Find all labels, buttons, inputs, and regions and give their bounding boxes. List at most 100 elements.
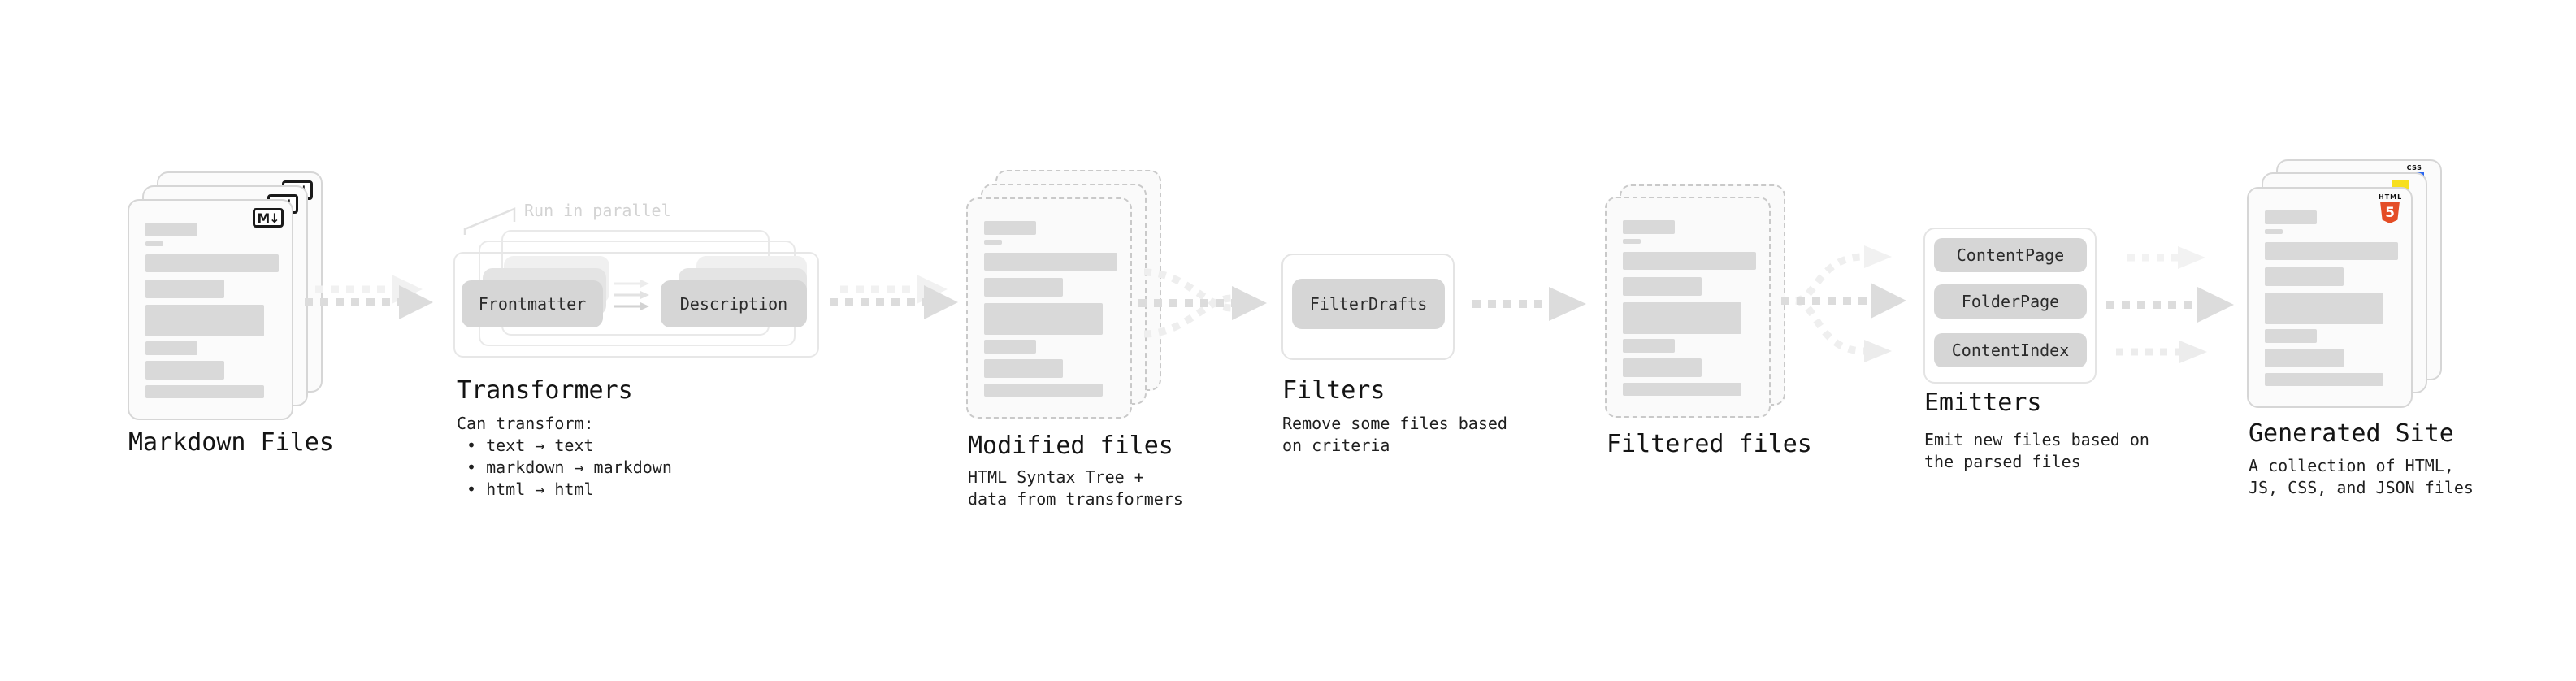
content-page-chip: ContentPage xyxy=(1934,238,2087,272)
text-line-bar xyxy=(2265,242,2398,260)
text-line-bar xyxy=(984,359,1063,378)
stage-label-emitters: Emitters xyxy=(1924,388,2042,417)
description-transformer-chip: Description xyxy=(661,280,807,327)
stage-desc-filters: Remove some files based on criteria xyxy=(1282,413,1507,457)
mini-arrow-icon xyxy=(614,291,649,299)
arrow-ghost xyxy=(2127,246,2205,269)
text-line-bar xyxy=(145,385,264,398)
merge-branch-bottom xyxy=(1143,294,1234,338)
mini-arrow-icon xyxy=(614,280,649,288)
folder-page-chip: FolderPage xyxy=(1934,284,2087,319)
transformer-step-arrows xyxy=(614,280,649,310)
text-line-bar xyxy=(984,278,1063,297)
stage-label-transformers: Transformers xyxy=(457,376,633,405)
stage-label-filtered-files: Filtered files xyxy=(1607,430,1812,458)
stage-label-filters: Filters xyxy=(1282,376,1386,405)
text-line-bar xyxy=(145,341,197,355)
desc-line: • html → html xyxy=(466,479,594,499)
merge-branch-top xyxy=(1143,268,1234,312)
stage-desc-modified-files: HTML Syntax Tree + data from transformer… xyxy=(968,466,1183,510)
arrow-main xyxy=(830,285,958,319)
text-line-bar xyxy=(2265,329,2317,343)
arrow-modified-to-filters-merge xyxy=(1138,268,1267,338)
fanout-branch-bottom xyxy=(1794,297,1865,355)
document-text-placeholder xyxy=(1623,198,1756,416)
text-line-bar xyxy=(1623,277,1702,296)
stage-desc-emitters: Emit new files based on the parsed files xyxy=(1924,429,2149,473)
text-line-bar xyxy=(2265,267,2344,286)
text-line-bar xyxy=(1623,252,1756,270)
arrow-main xyxy=(305,285,433,319)
arrow-ghost xyxy=(2116,340,2207,363)
content-index-chip: ContentIndex xyxy=(1934,333,2087,367)
text-line-bar xyxy=(984,340,1036,354)
text-line-bar xyxy=(2265,349,2344,367)
text-line-bar xyxy=(984,240,1002,245)
text-line-bar xyxy=(2265,293,2383,324)
text-line-bar xyxy=(145,305,264,336)
desc-line: the parsed files xyxy=(1924,452,2081,471)
stage-desc-transformers: Can transform: • text → text • markdown … xyxy=(457,413,672,501)
arrow-filtered-to-emitters-fanout xyxy=(1781,245,1906,362)
text-line-bar xyxy=(145,241,163,246)
text-line-bar xyxy=(145,223,197,236)
arrow-head xyxy=(1864,245,1892,268)
text-line-bar xyxy=(984,303,1103,335)
text-line-bar xyxy=(1623,339,1675,353)
desc-line: Emit new files based on xyxy=(1924,430,2149,449)
arrow-transformers-to-modified xyxy=(830,275,958,319)
arrow-head xyxy=(1549,287,1586,321)
document-text-placeholder xyxy=(145,201,279,419)
filter-drafts-chip: FilterDrafts xyxy=(1292,279,1445,329)
mini-arrow-icon xyxy=(614,302,649,310)
desc-line: JS, CSS, and JSON files xyxy=(2249,478,2474,497)
desc-line: Can transform: xyxy=(457,414,594,433)
document-text-placeholder xyxy=(984,199,1117,417)
text-line-bar xyxy=(145,254,279,272)
run-in-parallel-callout-line xyxy=(463,207,516,235)
text-line-bar xyxy=(2265,229,2283,234)
html5-file-icon: HTML 5 xyxy=(2379,193,2401,223)
text-line-bar xyxy=(984,253,1117,271)
stage-desc-generated-site: A collection of HTML, JS, CSS, and JSON … xyxy=(2249,455,2474,499)
arrow-markdown-to-transformers xyxy=(305,275,433,319)
text-line-bar xyxy=(984,384,1103,397)
file-card: HTML 5 xyxy=(2247,187,2413,408)
text-line-bar xyxy=(145,361,224,380)
desc-line: • markdown → markdown xyxy=(466,458,672,477)
markdown-file-icon: M↓ xyxy=(253,208,284,228)
frontmatter-transformer-chip: Frontmatter xyxy=(462,280,603,327)
desc-line: • text → text xyxy=(466,436,594,455)
run-in-parallel-note: Run in parallel xyxy=(524,201,671,220)
arrow-head xyxy=(1864,340,1892,362)
text-line-bar xyxy=(1623,383,1741,396)
transformer-frame-front xyxy=(453,252,819,358)
arrows-emitters-to-generated xyxy=(2106,246,2234,363)
text-line-bar xyxy=(2265,210,2317,224)
arrow-main xyxy=(2106,287,2234,323)
stage-label-modified-files: Modified files xyxy=(968,432,1173,460)
text-line-bar xyxy=(2265,373,2383,386)
document-text-placeholder xyxy=(2265,189,2398,406)
desc-line: HTML Syntax Tree + xyxy=(968,467,1144,487)
html5-shield: 5 xyxy=(2380,202,2400,223)
desc-line: on criteria xyxy=(1282,436,1390,455)
stage-label-generated-site: Generated Site xyxy=(2249,419,2454,448)
file-card xyxy=(966,197,1132,419)
text-line-bar xyxy=(1623,302,1741,334)
fanout-branch-top xyxy=(1794,253,1865,305)
arrow-head xyxy=(1232,286,1267,320)
arrow-filters-to-filtered xyxy=(1472,287,1586,321)
file-card: M↓ xyxy=(128,199,293,420)
text-line-bar xyxy=(1623,358,1702,377)
text-line-bar xyxy=(1623,220,1675,234)
text-line-bar xyxy=(984,221,1036,235)
stage-label-markdown-files: Markdown Files xyxy=(128,428,334,457)
desc-line: Remove some files based xyxy=(1282,414,1507,433)
arrow-head xyxy=(1871,283,1906,319)
text-line-bar xyxy=(1623,239,1641,244)
file-card xyxy=(1605,197,1771,418)
text-line-bar xyxy=(145,280,224,298)
desc-line: A collection of HTML, xyxy=(2249,456,2454,475)
